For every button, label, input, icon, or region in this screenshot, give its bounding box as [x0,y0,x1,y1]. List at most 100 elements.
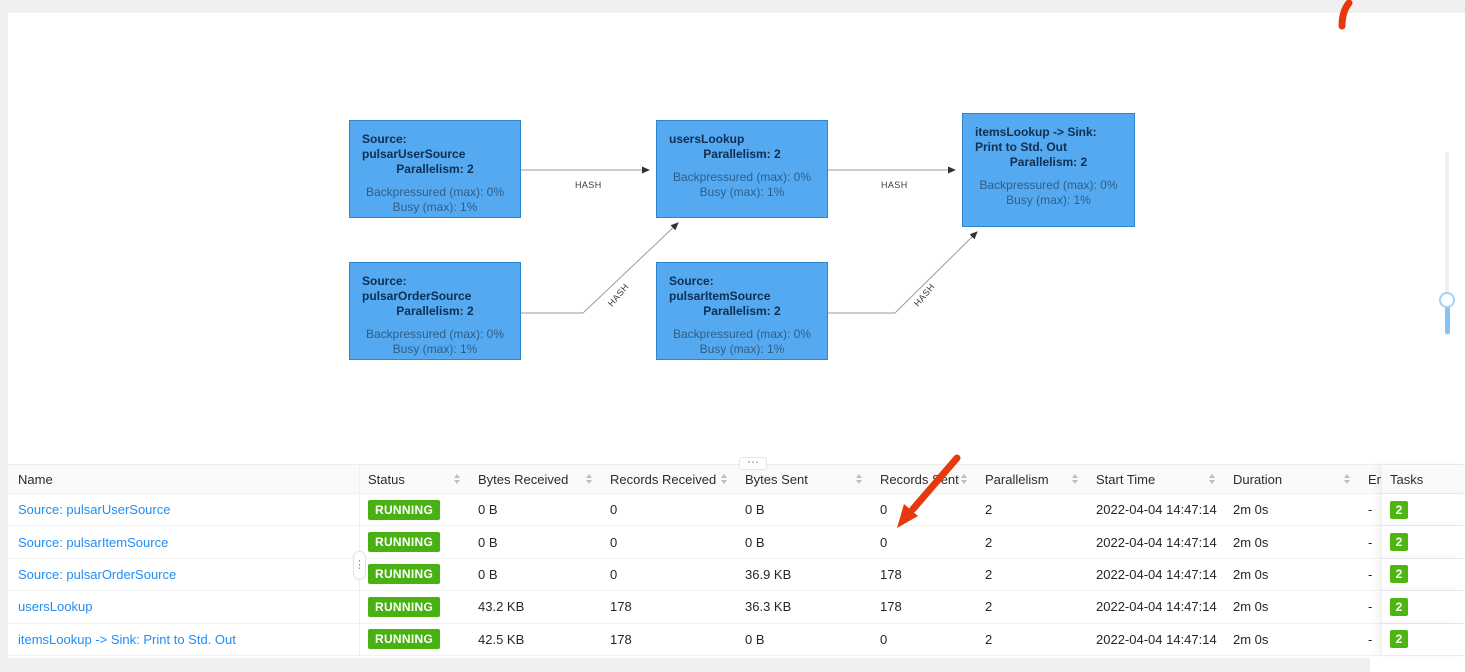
cell-status: RUNNING [360,559,470,590]
node-backpressure: Backpressured (max): 0% [672,327,812,341]
cell-name: Source: pulsarOrderSource [8,558,360,591]
vertex-link[interactable]: Source: pulsarUserSource [18,502,171,518]
sort-icon[interactable] [1072,474,1078,484]
column-header-parallelism[interactable]: Parallelism [977,465,1088,493]
cell-status: RUNNING [360,526,470,557]
cell-records-sent: 0 [880,534,888,550]
cell-duration: 2m 0s [1233,631,1269,647]
cell-name: itemsLookup -> Sink: Print to Std. Out [8,623,360,655]
sort-icon[interactable] [586,474,592,484]
node-title: Source: pulsarUserSource [362,132,466,161]
node-title: itemsLookup -> Sink: Print to Std. Out [975,125,1097,154]
cell-parallelism: 2 [985,566,993,582]
cell-records-received: 178 [610,631,632,647]
cell-name: Source: pulsarItemSource [8,526,360,558]
sort-icon[interactable] [721,474,727,484]
vertex-link[interactable]: itemsLookup -> Sink: Print to Std. Out [18,631,236,647]
cell-parallelism: 2 [985,631,993,647]
cell-tasks: 2 [1381,558,1465,591]
edge-label-hash: HASH [881,180,908,190]
column-header-records-received[interactable]: Records Received [602,465,737,493]
column-header-bytes-received[interactable]: Bytes Received [470,465,602,493]
cell-records-received: 0 [610,534,618,550]
cell-bytes-received: 42.5 KB [478,631,525,647]
cell-records-sent: 0 [880,631,888,647]
node-parallelism: Parallelism: 2 [396,162,474,176]
cell-start-time: 2022-04-04 14:47:14 [1096,631,1217,647]
node-title: usersLookup [669,132,745,146]
sort-icon[interactable] [454,474,460,484]
cell-parallelism: 2 [985,534,993,550]
cell-bytes-sent: 36.3 KB [745,599,792,615]
cell-end-time: - [1368,631,1373,647]
cell-bytes-received: 0 B [478,502,498,518]
tasks-count-badge[interactable]: 2 [1390,500,1408,519]
node-parallelism: Parallelism: 2 [1009,155,1088,169]
cell-end-time: - [1368,502,1373,518]
graph-zoom-slider-handle[interactable] [1439,292,1455,308]
status-badge: RUNNING [368,499,441,520]
tasks-count-badge[interactable]: 2 [1390,630,1408,649]
cell-name: Source: pulsarUserSource [8,494,360,526]
status-badge: RUNNING [368,532,441,553]
sort-icon[interactable] [1344,474,1350,484]
vertex-link[interactable]: usersLookup [18,599,93,615]
tasks-count-badge[interactable]: 2 [1390,533,1408,552]
node-busy: Busy (max): 1% [392,342,478,356]
cell-bytes-sent: 36.9 KB [745,566,792,582]
node-busy: Busy (max): 1% [392,200,478,214]
cell-records-received: 0 [610,566,618,582]
cell-records-sent: 178 [880,599,902,615]
status-badge: RUNNING [368,564,441,585]
status-badge: RUNNING [368,596,441,617]
column-resize-handle[interactable]: ⋮ [353,551,366,580]
cell-records-sent: 0 [880,502,888,518]
cell-parallelism: 2 [985,599,993,615]
node-busy: Busy (max): 1% [1006,193,1091,207]
cell-end-time: - [1368,566,1373,582]
column-header-start-time[interactable]: Start Time [1088,465,1225,493]
cell-bytes-received: 43.2 KB [478,599,525,615]
column-header-status[interactable]: Status [360,465,470,493]
graph-zoom-slider-fill [1445,306,1450,334]
table-row[interactable]: Source: pulsarUserSource RUNNING 0 B 0 0… [8,494,1465,527]
graph-node-items-lookup-sink[interactable]: itemsLookup -> Sink: Print to Std. Out P… [962,113,1135,227]
status-badge: RUNNING [368,629,441,650]
vertex-link[interactable]: Source: pulsarOrderSource [18,566,177,582]
cell-tasks: 2 [1381,591,1465,623]
tasks-count-badge[interactable]: 2 [1390,597,1408,616]
pane-divider-handle[interactable]: ⋯ [739,456,767,470]
node-parallelism: Parallelism: 2 [703,147,781,161]
column-header-bytes-sent[interactable]: Bytes Sent [737,465,872,493]
cell-duration: 2m 0s [1233,502,1269,518]
cell-bytes-received: 0 B [478,534,498,550]
table-row[interactable]: itemsLookup -> Sink: Print to Std. Out R… [8,623,1465,656]
node-backpressure: Backpressured (max): 0% [979,178,1118,192]
graph-node-pulsar-item-source[interactable]: Source: pulsarItemSource Parallelism: 2 … [656,262,828,360]
table-row[interactable]: Source: pulsarOrderSource RUNNING 0 B 0 … [8,558,1465,592]
table-row[interactable]: usersLookup RUNNING 43.2 KB 178 36.3 KB … [8,591,1465,624]
node-title: Source: pulsarItemSource [669,274,771,303]
graph-node-pulsar-order-source[interactable]: Source: pulsarOrderSource Parallelism: 2… [349,262,521,360]
cell-end-time: - [1368,599,1373,615]
column-header-records-sent[interactable]: Records Sent [872,465,977,493]
cell-tasks: 2 [1381,494,1465,526]
cell-duration: 2m 0s [1233,534,1269,550]
vertex-link[interactable]: Source: pulsarItemSource [18,534,169,550]
sort-icon[interactable] [856,474,862,484]
node-busy: Busy (max): 1% [699,342,785,356]
graph-node-pulsar-user-source[interactable]: Source: pulsarUserSource Parallelism: 2 … [349,120,521,218]
column-header-duration[interactable]: Duration [1225,465,1360,493]
table-row[interactable]: Source: pulsarItemSource RUNNING 0 B 0 0… [8,526,1465,559]
tasks-count-badge[interactable]: 2 [1390,565,1408,584]
cell-parallelism: 2 [985,502,993,518]
column-header-name: Name [8,465,360,493]
cell-start-time: 2022-04-04 14:47:14 [1096,534,1217,550]
cell-tasks: 2 [1381,623,1465,655]
graph-node-users-lookup[interactable]: usersLookup Parallelism: 2 Backpressured… [656,120,828,218]
cell-tasks: 2 [1381,526,1465,558]
cell-bytes-sent: 0 B [745,534,765,550]
graph-zoom-slider-rail[interactable] [1445,152,1449,335]
sort-icon[interactable] [961,474,967,484]
sort-icon[interactable] [1209,474,1215,484]
